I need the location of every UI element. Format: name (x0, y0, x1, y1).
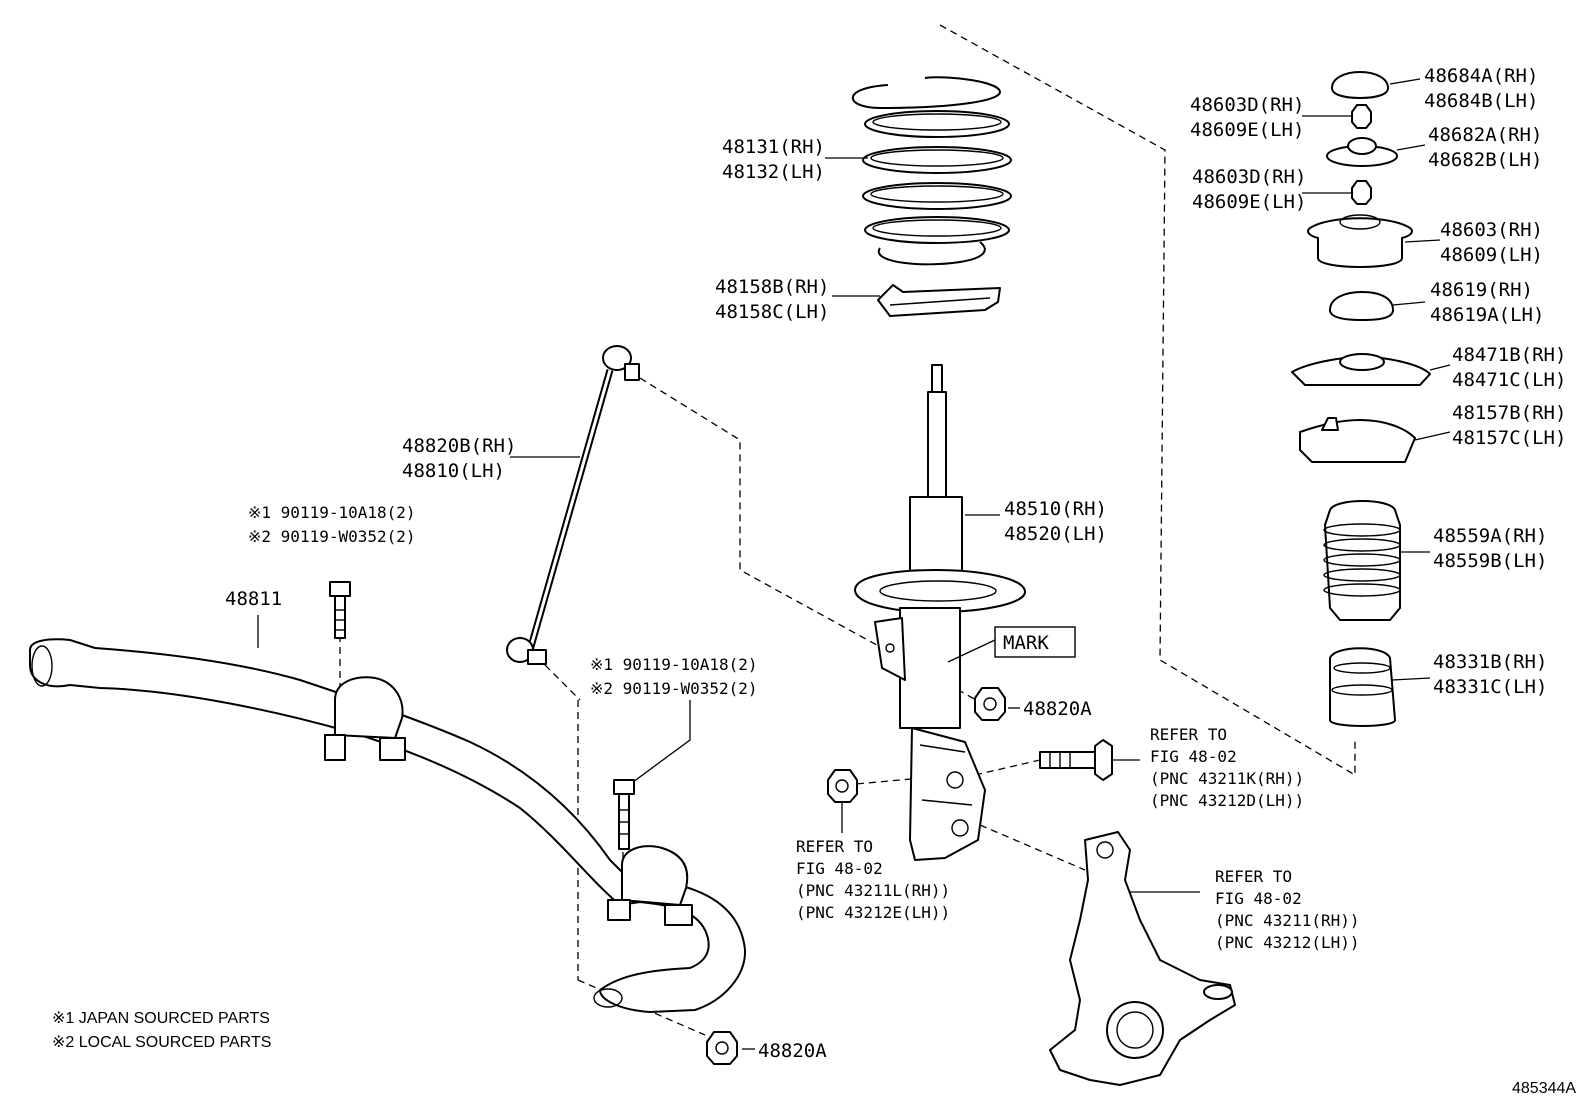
insulator-rh-label: 48158B(RH) (715, 276, 829, 298)
strut-lh-label: 48520(LH) (1004, 523, 1107, 545)
bolt-right-note-1: ※1 90119-10A18(2) (590, 655, 758, 674)
nut1-rh-label: 48603D(RH) (1190, 94, 1304, 116)
strut-to-knuckle-bolt (1039, 739, 1113, 781)
retainer-rh-label: 48682A(RH) (1428, 124, 1542, 146)
upper-spring-seat (1291, 353, 1431, 386)
refer-nut-line-2: FIG 48-02 (796, 859, 883, 878)
mount-nut-lower (1351, 180, 1372, 205)
mark-label: MARK (1003, 632, 1049, 654)
mount-nut-upper (1351, 104, 1372, 129)
bracket-bolt-left (329, 581, 351, 639)
bump-stopper (1329, 647, 1396, 727)
upper-insulator-lh-label: 48157C(LH) (1452, 427, 1566, 449)
stabilizer-link (506, 345, 640, 665)
strut-support (1307, 214, 1413, 268)
bearing (1329, 291, 1394, 321)
stabilizer-bushing-right (607, 845, 693, 926)
bearing-lh-label: 48619A(LH) (1430, 304, 1544, 326)
leader-lines (257, 78, 1451, 1050)
dust-boot (1323, 500, 1401, 621)
retainer-lh-label: 48682B(LH) (1428, 149, 1542, 171)
stabilizer-link-nut-upper (974, 687, 1006, 721)
support-lh-label: 48609(LH) (1440, 244, 1543, 266)
link-lh-label: 48810(LH) (402, 460, 505, 482)
support-rh-label: 48603(RH) (1440, 219, 1543, 241)
seat-rh-label: 48471B(RH) (1452, 344, 1566, 366)
legend-note-japan: ※1 JAPAN SOURCED PARTS (52, 1010, 270, 1027)
refer-bolt-line-2: FIG 48-02 (1150, 747, 1237, 766)
insulator-lh-label: 48158C(LH) (715, 301, 829, 323)
refer-bolt-line-4: (PNC 43212D(LH)) (1150, 791, 1304, 810)
upper-spring-insulator (1299, 417, 1416, 463)
figure-id: 485344A (1512, 1080, 1576, 1097)
spring-retainer (1326, 137, 1398, 167)
stabilizer-label: 48811 (225, 588, 282, 610)
nut2-rh-label: 48603D(RH) (1192, 166, 1306, 188)
steering-knuckle (1049, 831, 1236, 1086)
refer-nut-line-3: (PNC 43211L(RH)) (796, 881, 950, 900)
seat-lh-label: 48471C(LH) (1452, 369, 1566, 391)
lower-spring-insulator (877, 284, 1001, 317)
strut-to-knuckle-nut (827, 769, 858, 803)
boot-rh-label: 48559A(RH) (1433, 525, 1547, 547)
bearing-rh-label: 48619(RH) (1430, 279, 1533, 301)
bumper-rh-label: 48331B(RH) (1433, 651, 1547, 673)
bolt-right-note-2: ※2 90119-W0352(2) (590, 679, 758, 698)
spring-lh-label: 48132(LH) (722, 161, 825, 183)
stabilizer-bushing-left (324, 676, 406, 761)
refer-nut-line-1: REFER TO (796, 837, 873, 856)
shock-absorber-strut (854, 364, 1026, 861)
refer-bolt-line-1: REFER TO (1150, 725, 1227, 744)
refer-knuckle-line-1: REFER TO (1215, 867, 1292, 886)
refer-bolt-line-3: (PNC 43211K(RH)) (1150, 769, 1304, 788)
mark-callout: MARK (947, 626, 1076, 663)
bumper-lh-label: 48331C(LH) (1433, 676, 1547, 698)
nut-upper-label: 48820A (1023, 698, 1092, 720)
refer-nut-line-4: (PNC 43212E(LH)) (796, 903, 950, 922)
boot-lh-label: 48559B(LH) (1433, 550, 1547, 572)
strut-rh-label: 48510(RH) (1004, 498, 1107, 520)
legend-note-local: ※2 LOCAL SOURCED PARTS (52, 1034, 271, 1051)
nut2-lh-label: 48609E(LH) (1192, 191, 1306, 213)
upper-insulator-rh-label: 48157B(RH) (1452, 402, 1566, 424)
bolt-left-note-1: ※1 90119-10A18(2) (248, 503, 416, 522)
spring-rh-label: 48131(RH) (722, 136, 825, 158)
coil-spring (852, 76, 1012, 266)
mount-cap (1331, 71, 1389, 99)
cap-lh-label: 48684B(LH) (1424, 90, 1538, 112)
bolt-left-note-2: ※2 90119-W0352(2) (248, 527, 416, 546)
refer-knuckle-line-2: FIG 48-02 (1215, 889, 1302, 908)
nut1-lh-label: 48609E(LH) (1190, 119, 1304, 141)
nut-lower-label: 48820A (758, 1040, 827, 1062)
part-number-labels: 48131(RH) 48132(LH) 48158B(RH) 48158C(LH… (225, 65, 1566, 1062)
legend-notes: ※1 JAPAN SOURCED PARTS ※2 LOCAL SOURCED … (52, 1010, 271, 1051)
bracket-bolt-right (613, 779, 635, 850)
refer-knuckle-line-4: (PNC 43212(LH)) (1215, 933, 1360, 952)
stabilizer-link-nut-lower (706, 1031, 738, 1065)
cap-rh-label: 48684A(RH) (1424, 65, 1538, 87)
refer-knuckle-line-3: (PNC 43211(RH)) (1215, 911, 1360, 930)
refer-notes: REFER TO FIG 48-02 (PNC 43211K(RH)) (PNC… (796, 725, 1360, 952)
link-rh-label: 48820B(RH) (402, 435, 516, 457)
